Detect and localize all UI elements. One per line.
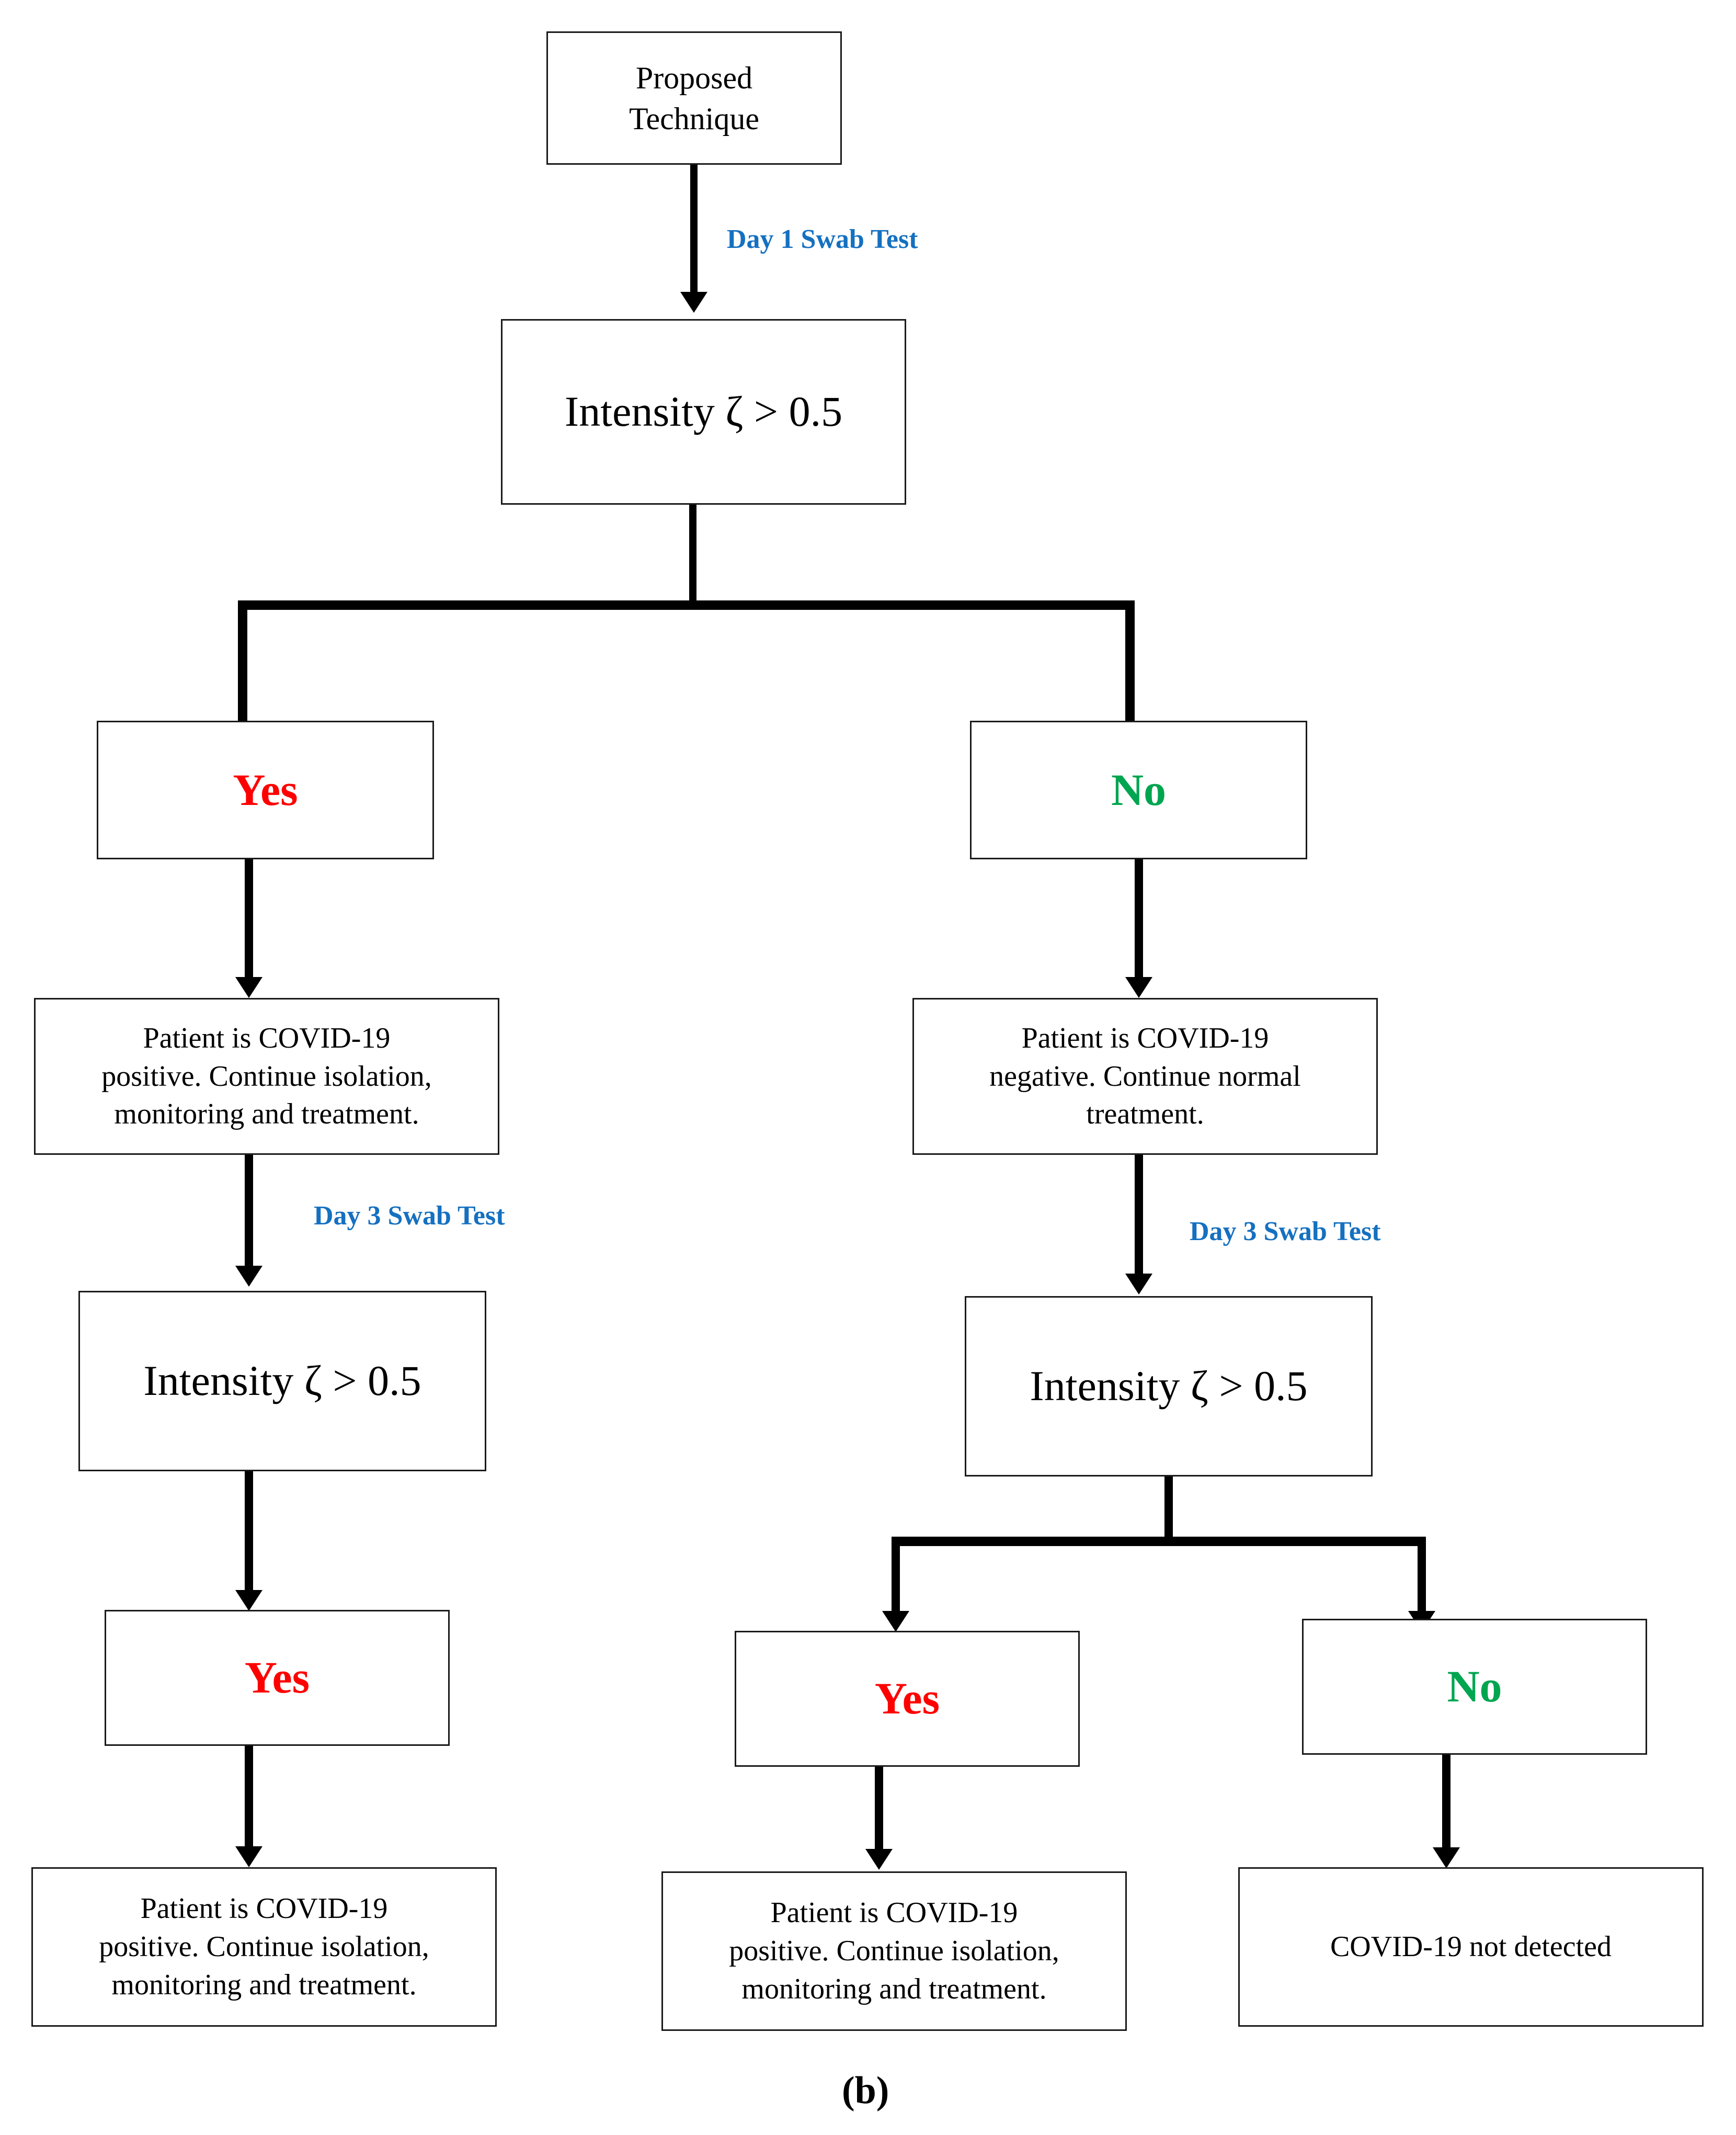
arrowhead-result-left-to-cond3-left [235,1266,262,1287]
node-result-day3-left-positive[interactable]: Patient is COVID-19 positive. Continue i… [31,1867,497,2027]
node-intensity-day3-left[interactable]: Intensity ζ > 0.5 [78,1291,486,1471]
connector-cond3-left-to-yes [245,1471,253,1594]
node-result-day1-positive[interactable]: Patient is COVID-19 positive. Continue i… [34,998,499,1155]
node-result-day1-negative-label: Patient is COVID-19 negative. Continue n… [989,1021,1301,1131]
node-answer-day1-no[interactable]: No [970,721,1307,859]
connector-no-to-result-right [1135,859,1143,980]
node-proposed-technique-label: Proposed Technique [629,60,760,136]
arrowhead-day3-left-yes-to-result [235,1846,262,1867]
edge-label-day3-swab-test-right: Day 3 Swab Test [1190,1217,1381,1246]
node-result-day3-center-positive[interactable]: Patient is COVID-19 positive. Continue i… [661,1871,1127,2031]
connector-cond3-right-to-yes [892,1537,900,1615]
node-intensity-day3-right-label: Intensity ζ > 0.5 [1030,1362,1308,1410]
arrowhead-no-to-result-right [1125,977,1152,998]
connector-cond3-right-to-no [1418,1537,1426,1615]
connector-cond1-to-no [1125,600,1135,722]
connector-cond3-right-stem [1164,1477,1173,1543]
connector-day3-right-no-to-result [1442,1755,1451,1852]
figure-caption: (b) [842,2069,889,2112]
node-answer-day1-no-label: No [1111,764,1167,815]
node-answer-day3-left-yes[interactable]: Yes [105,1610,450,1746]
node-result-day1-negative[interactable]: Patient is COVID-19 negative. Continue n… [912,998,1378,1155]
edge-label-day3-swab-test-left: Day 3 Swab Test [314,1201,505,1231]
connector-yes-to-result-left [245,859,253,980]
connector-result-right-to-cond3-right [1135,1155,1143,1278]
arrowhead-day3-right-no-to-result [1433,1847,1460,1868]
node-result-day3-center-positive-label: Patient is COVID-19 positive. Continue i… [729,1896,1059,2005]
node-answer-day1-yes[interactable]: Yes [97,721,434,859]
node-result-day3-not-detected[interactable]: COVID-19 not detected [1238,1867,1704,2027]
connector-cond1-bus [238,600,1135,610]
node-intensity-day3-left-label: Intensity ζ > 0.5 [143,1357,421,1405]
connector-day3-center-yes-to-result [875,1767,883,1853]
connector-cond3-right-bus [892,1537,1426,1546]
node-answer-day1-yes-label: Yes [233,764,298,815]
edge-label-day1-swab-test: Day 1 Swab Test [727,224,918,254]
connector-cond1-stem [689,505,696,605]
node-answer-day3-right-yes[interactable]: Yes [735,1631,1080,1767]
arrowhead-start-to-cond1 [680,292,707,313]
node-intensity-day1[interactable]: Intensity ζ > 0.5 [501,319,906,505]
node-result-day1-positive-label: Patient is COVID-19 positive. Continue i… [101,1021,432,1131]
connector-day3-left-yes-to-result [245,1746,253,1850]
node-answer-day3-right-no[interactable]: No [1302,1619,1647,1755]
node-answer-day3-right-no-label: No [1447,1661,1502,1712]
arrowhead-day3-center-yes-to-result [865,1849,893,1870]
connector-start-to-cond1 [690,165,698,296]
arrowhead-yes-to-result-left [235,977,262,998]
node-intensity-day1-label: Intensity ζ > 0.5 [564,388,843,436]
connector-result-left-to-cond3-left [245,1155,253,1270]
node-answer-day3-right-yes-label: Yes [874,1673,940,1724]
node-result-day3-left-positive-label: Patient is COVID-19 positive. Continue i… [99,1892,429,2001]
arrowhead-cond3-right-to-yes [882,1611,909,1632]
arrowhead-result-right-to-cond3-right [1125,1274,1152,1294]
node-result-day3-not-detected-label: COVID-19 not detected [1330,1930,1612,1963]
connector-cond1-to-yes [238,600,247,722]
arrowhead-cond3-left-to-yes [235,1590,262,1611]
node-answer-day3-left-yes-label: Yes [244,1652,310,1703]
node-proposed-technique[interactable]: Proposed Technique [546,31,842,165]
node-intensity-day3-right[interactable]: Intensity ζ > 0.5 [965,1296,1373,1477]
